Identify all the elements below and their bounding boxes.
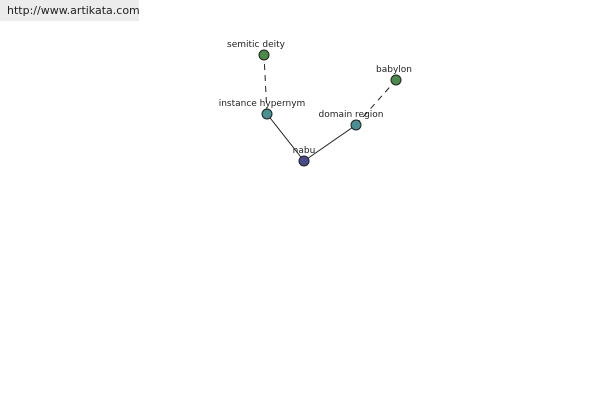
node-nabu[interactable] (298, 155, 310, 167)
node-label-nabu[interactable]: nabu (293, 146, 316, 156)
edges-layer (263, 54, 397, 162)
site-url-label[interactable]: http://www.artikata.com (0, 0, 140, 21)
node-label-semitic-deity[interactable]: semitic deity (227, 40, 286, 50)
node-domain-region[interactable] (350, 119, 362, 131)
node-label-domain-region[interactable]: domain region (318, 110, 383, 120)
edge-nabu-domain-region (303, 124, 357, 162)
nodes-layer: nabu instance hypernym semitic deity domain… (219, 40, 412, 167)
edge-instance-hypernym-semitic-deity (263, 54, 268, 115)
node-babylon[interactable] (390, 74, 402, 86)
node-label-instance-hypernym[interactable]: instance hypernym (219, 99, 306, 109)
edge-nabu-instance-hypernym (266, 113, 305, 162)
node-instance-hypernym[interactable] (261, 108, 273, 120)
node-semitic-deity[interactable] (258, 49, 270, 61)
node-label-babylon[interactable]: babylon (376, 65, 412, 75)
